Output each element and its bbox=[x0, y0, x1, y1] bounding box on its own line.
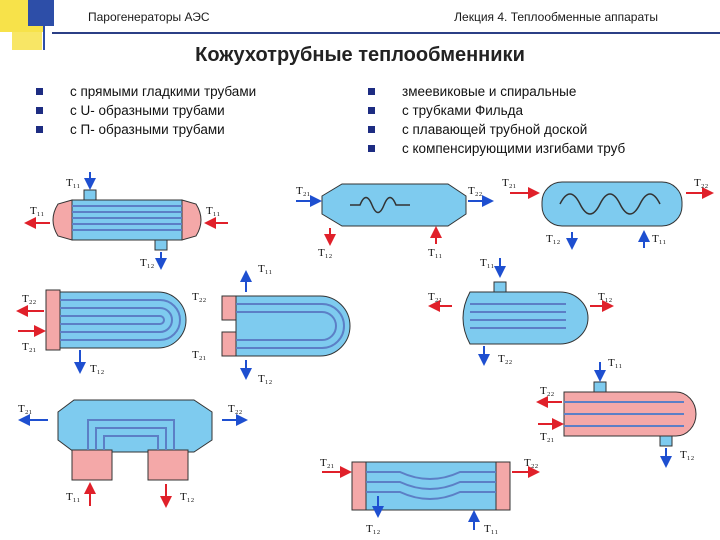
label-t21: T₂₁ bbox=[428, 291, 443, 303]
label-t22: T₂₂ bbox=[468, 185, 483, 197]
label-t22: T₂₂ bbox=[540, 385, 555, 397]
bullet-item: с прямыми гладкими трубами bbox=[36, 82, 256, 101]
bullet-item: с U- образными трубами bbox=[36, 101, 256, 120]
course-title: Парогенераторы АЭС bbox=[88, 10, 210, 24]
label-t22: T₂₂ bbox=[192, 291, 207, 303]
label-t11: T₁₁ bbox=[652, 233, 667, 245]
diagram-coil: T₂₁ T₂₂ T₁₂ T₁₁ bbox=[296, 183, 494, 259]
label-t11: T₁₁ bbox=[258, 263, 273, 275]
label-t22: T₂₂ bbox=[694, 177, 709, 189]
bullet-list-left: с прямыми гладкими трубами с U- образным… bbox=[36, 82, 256, 139]
corner-decoration bbox=[0, 0, 54, 50]
diagram-spiral: T₂₁ T₂₂ T₁₂ T₁₁ bbox=[502, 177, 714, 250]
label-t21: T₂₁ bbox=[540, 431, 555, 443]
diagram-straight-tubes: T₁₁ T₁₁ T₁₁ T₁₂ bbox=[24, 172, 228, 270]
label-t21: T₂₁ bbox=[18, 403, 33, 415]
label-t21: T₂₁ bbox=[296, 185, 311, 197]
diagram-floating-head: T₁₁ T₂₁ T₁₂ T₂₂ bbox=[428, 257, 614, 366]
diagram-field-tubes: T₁₁ T₂₂ T₂₁ T₁₂ bbox=[536, 357, 697, 468]
label-t11: T₁₁ bbox=[66, 177, 81, 189]
bullet-item: с компенсирующими изгибами труб bbox=[368, 139, 625, 158]
label-t11: T₁₁ bbox=[608, 357, 623, 369]
slide-title: Кожухотрубные теплообменники bbox=[195, 44, 525, 66]
label-t11: T₁₁ bbox=[484, 523, 499, 535]
bullet-item: с трубками Фильда bbox=[368, 101, 625, 120]
label-t12: T₁₂ bbox=[680, 449, 695, 461]
label-t12: T₁₂ bbox=[258, 373, 273, 385]
bullet-item: с П- образными трубами bbox=[36, 120, 256, 139]
label-t12: T₁₂ bbox=[366, 523, 381, 535]
label-t22: T₂₂ bbox=[498, 353, 513, 365]
label-t21: T₂₁ bbox=[192, 349, 207, 361]
label-t21: T₂₁ bbox=[320, 457, 335, 469]
label-t22: T₂₂ bbox=[22, 293, 37, 305]
label-t12: T₁₂ bbox=[180, 491, 195, 503]
label-t11: T₁₁ bbox=[428, 247, 443, 259]
header-rule bbox=[52, 32, 720, 34]
label-t12: T₁₂ bbox=[90, 363, 105, 375]
label-t22: T₂₂ bbox=[228, 403, 243, 415]
label-t11: T₁₁ bbox=[480, 257, 495, 269]
lecture-title: Лекция 4. Теплообменные аппараты bbox=[454, 10, 658, 24]
bullet-item: с плавающей трубной доской bbox=[368, 120, 625, 139]
diagram-shell-bends: T₂₁ T₂₂ T₁₂ T₁₁ bbox=[320, 457, 540, 535]
label-t12: T₁₂ bbox=[318, 247, 333, 259]
bullet-item: змеевиковые и спиральные bbox=[368, 82, 625, 101]
label-t11: T₁₁ bbox=[66, 491, 81, 503]
bullet-list-right: змеевиковые и спиральные с трубками Филь… bbox=[368, 82, 625, 158]
diagram-hairpin: T₁₁ T₁₂ bbox=[221, 263, 351, 385]
label-t21: T₂₁ bbox=[502, 177, 517, 189]
label-t21: T₂₁ bbox=[22, 341, 37, 353]
label-t11: T₁₁ bbox=[206, 205, 221, 217]
label-t22: T₂₂ bbox=[524, 457, 539, 469]
label-t12: T₁₂ bbox=[598, 291, 613, 303]
label-t12: T₁₂ bbox=[546, 233, 561, 245]
label-t12: T₁₂ bbox=[140, 257, 155, 269]
diagram-u-tubes: T₂₂ T₂₁ T₁₂ T₂₂ T₂₁ bbox=[16, 289, 207, 375]
diagram-compensating-bends: T₂₁ T₂₂ T₁₁ T₁₂ bbox=[18, 399, 248, 508]
label-t11: T₁₁ bbox=[30, 205, 45, 217]
